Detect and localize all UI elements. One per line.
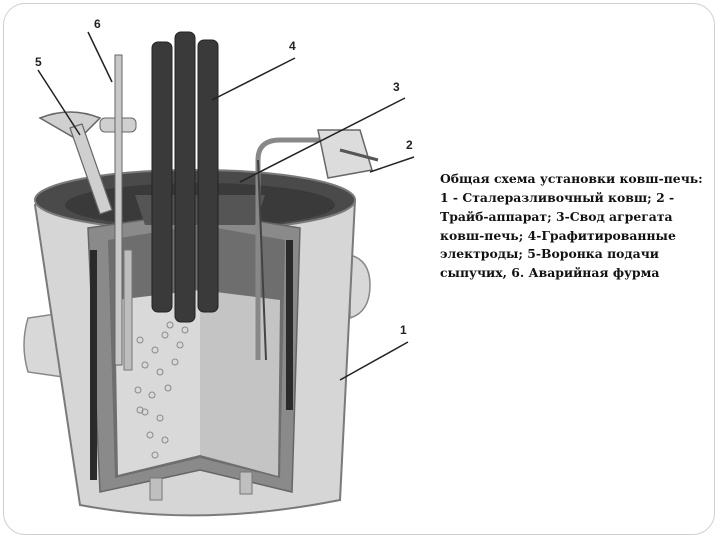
right-lining-strip <box>286 240 293 410</box>
bulk-funnel <box>38 111 102 141</box>
steel-melt-left <box>115 290 200 475</box>
label-5: 5 <box>35 55 42 69</box>
left-lining-strip <box>90 250 97 480</box>
wire-feeder-pipe <box>255 137 325 360</box>
steel-melt-right <box>200 290 280 476</box>
right-trunnion <box>349 254 371 320</box>
gas-bubbles <box>134 321 189 459</box>
diagram-caption: Общая схема установки ковш-печь: 1 - Ста… <box>440 171 703 281</box>
leader-5 <box>37 69 81 136</box>
label-6: 6 <box>94 17 101 31</box>
leader-4 <box>211 57 296 101</box>
label-1: 1 <box>400 323 407 337</box>
electrode-middle <box>174 31 196 323</box>
leader-6 <box>87 31 113 83</box>
leader-2 <box>369 156 415 173</box>
wire-feeder-box <box>317 129 373 179</box>
bottom-plug-left <box>149 477 163 501</box>
label-2: 2 <box>406 138 413 152</box>
wire-feeder-rod <box>339 148 379 162</box>
label-4: 4 <box>289 39 296 53</box>
emergency-lance-tip <box>123 249 133 371</box>
bulk-chute <box>69 123 113 215</box>
electrode-right <box>197 39 219 313</box>
emergency-lance <box>114 54 123 366</box>
bottom-plug-right <box>239 471 253 495</box>
electrode-left <box>151 41 173 313</box>
leader-1 <box>339 341 409 381</box>
label-3: 3 <box>393 80 400 94</box>
leader-3 <box>239 97 406 183</box>
wire-lance <box>257 159 267 361</box>
